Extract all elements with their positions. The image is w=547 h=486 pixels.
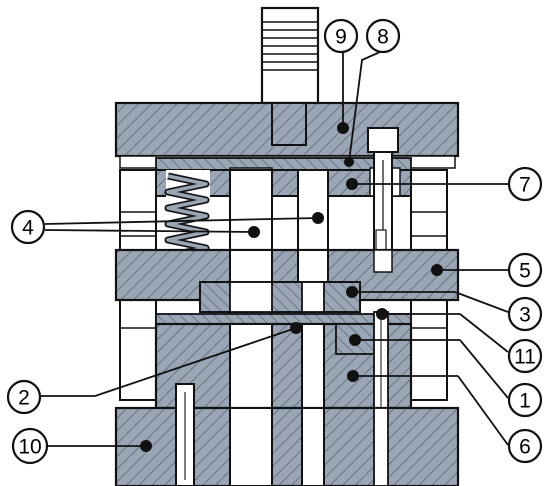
- callout-6: 6: [507, 428, 543, 464]
- guide-pillars: [119, 169, 448, 401]
- callout-label: 8: [377, 26, 389, 49]
- callout-8: 8: [365, 18, 401, 54]
- screw: [367, 127, 399, 271]
- callout-1: 1: [507, 382, 543, 418]
- callout-3: 3: [507, 296, 543, 332]
- strip-material: [155, 313, 412, 325]
- callout-label: 3: [519, 304, 531, 327]
- callout-dots: [140, 122, 443, 452]
- callout-label: 2: [18, 387, 30, 410]
- callout-label: 4: [22, 217, 34, 240]
- stripper-insert: [199, 281, 361, 313]
- callout-label: 6: [519, 436, 531, 459]
- callout-label: 1: [519, 390, 531, 413]
- callout-5: 5: [507, 252, 543, 288]
- callout-11: 11: [507, 338, 543, 374]
- callout-10: 10: [11, 427, 49, 465]
- callout-label: 9: [335, 26, 347, 49]
- die-holder: [114, 383, 460, 486]
- callout-9: 9: [323, 18, 359, 54]
- callout-4: 4: [10, 209, 46, 245]
- callout-2: 2: [6, 379, 42, 415]
- callout-label: 10: [18, 436, 41, 459]
- callout-7: 7: [507, 166, 543, 202]
- callout-label: 7: [519, 174, 531, 197]
- callout-label: 11: [514, 346, 536, 369]
- leaders: [40, 51, 510, 447]
- callout-label: 5: [519, 260, 531, 283]
